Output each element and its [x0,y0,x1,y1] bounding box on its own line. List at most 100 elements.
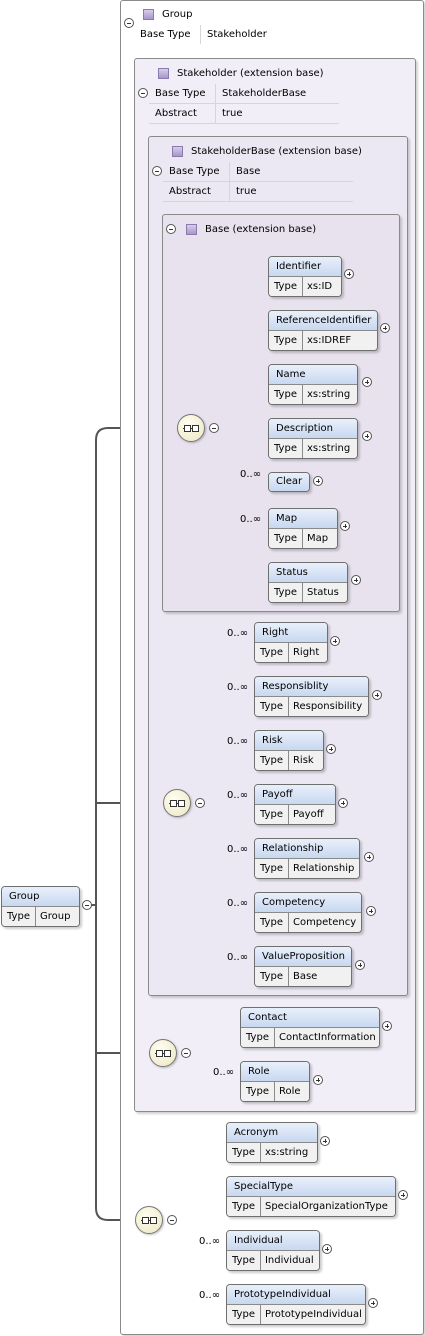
element-clear[interactable]: Clear [268,472,310,492]
element-name: Responsiblity [255,677,368,697]
expand-button[interactable] [326,744,336,754]
type-key: Type [255,913,289,932]
occurrence-label: 0..∞ [199,1290,221,1301]
property-key: Abstract [163,182,230,201]
type-key: Type [255,751,289,770]
complex-type-icon [158,67,169,79]
expand-button[interactable] [398,1190,408,1200]
sequence-collapse-button[interactable] [181,1048,191,1058]
expand-button[interactable] [368,1298,378,1308]
type-key: Type [269,529,303,548]
base-panel-collapse-button[interactable] [166,224,176,234]
occurrence-label: 0..∞ [227,952,249,963]
element-name: Description [269,419,357,439]
property-row: Base Type StakeholderBase [149,84,339,104]
type-value: Relationship [292,863,355,874]
sequence-compositor-icon[interactable] [135,1206,163,1234]
expand-button[interactable] [322,1244,332,1254]
element-name: Map [269,509,337,529]
sequence-collapse-button[interactable] [167,1215,177,1225]
stakeholder-panel-collapse-button[interactable] [138,88,148,98]
property-value: Base [236,166,261,177]
expand-button[interactable] [382,1021,392,1031]
stakeholderbase-panel-title: StakeholderBase (extension base) [191,145,362,157]
expand-button[interactable] [340,521,350,531]
expand-button[interactable] [313,476,323,486]
property-key: Base Type [163,162,230,181]
expand-button[interactable] [380,323,390,333]
occurrence-label: 0..∞ [227,790,249,801]
type-value: Base [292,971,318,982]
expand-button[interactable] [344,269,354,279]
expand-button[interactable] [338,798,348,808]
expand-button[interactable] [362,431,372,441]
base-panel-header: Base (extension base) [186,221,316,237]
expand-button[interactable] [372,690,382,700]
expand-button[interactable] [362,377,372,387]
element-name: Name [269,365,357,385]
stakeholderbase-panel-collapse-button[interactable] [152,166,162,176]
type-key: Type [227,1197,261,1216]
group-panel-collapse-button[interactable] [124,18,134,28]
property-row: Abstract true [163,182,353,202]
sequence-compositor-icon[interactable] [163,789,191,817]
expand-button[interactable] [351,575,361,585]
type-key: Type [227,1251,261,1270]
expand-button[interactable] [355,960,365,970]
type-value: ContactInformation [278,1032,376,1043]
complex-type-icon [186,223,197,235]
stakeholder-panel-header: Stakeholder (extension base) [158,65,324,81]
sequence-compositor-icon[interactable] [149,1039,177,1067]
stakeholderbase-panel-header: StakeholderBase (extension base) [172,143,362,159]
type-value: Risk [292,755,314,766]
expand-button[interactable] [320,1136,330,1146]
element-name: Contact [241,1008,379,1028]
occurrence-label: 0..∞ [240,469,262,480]
sequence-collapse-button[interactable] [209,423,219,433]
expand-button[interactable] [366,906,376,916]
sequence-compositor-icon[interactable] [177,414,205,442]
complex-type-icon [143,8,154,20]
group-properties: Base Type Stakeholder [134,25,344,44]
element-name: Competency [255,893,361,913]
type-key: Type [227,1143,261,1162]
type-value: Role [278,1086,301,1097]
expand-button[interactable] [330,636,340,646]
element-name: Payoff [255,785,335,805]
element-name: Role [241,1062,309,1082]
root-collapse-button[interactable] [82,900,92,910]
complex-type-icon [172,145,183,157]
sequence-collapse-button[interactable] [195,798,205,808]
type-key: Type [255,967,289,986]
type-key: Type [255,805,289,824]
type-key: Type [255,859,289,878]
occurrence-label: 0..∞ [199,1236,221,1247]
element-name: Right [255,623,327,643]
group-panel-title: Group [162,8,193,20]
type-value: Payoff [292,809,324,820]
expand-button[interactable] [313,1075,323,1085]
expand-button[interactable] [364,852,374,862]
type-value: SpecialOrganizationType [264,1201,388,1212]
type-key: Type [269,277,303,296]
